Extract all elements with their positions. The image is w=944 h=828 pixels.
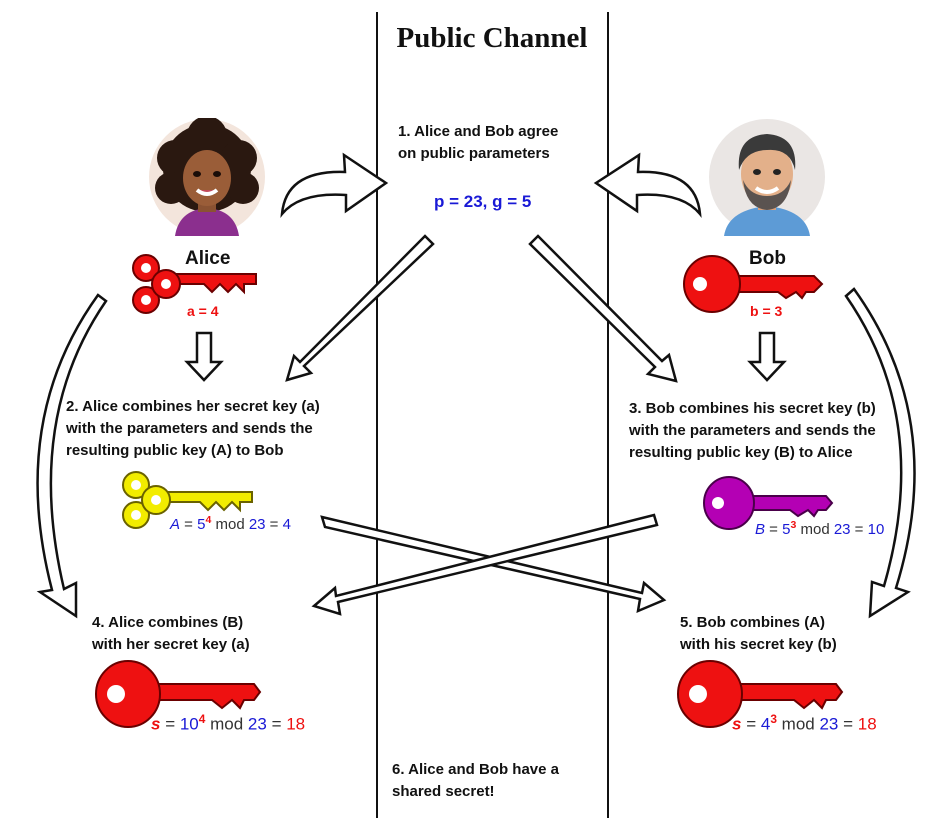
bob-secret-value: b = 3 (750, 303, 783, 319)
eq-B-exponent: 3 (790, 519, 797, 531)
eq-A-result: 4 (282, 516, 291, 533)
bob-avatar (709, 119, 825, 236)
step-2-text: 2. Alice combines her secret key (a) wit… (66, 398, 320, 459)
alice-long-curve-arrow (36, 293, 108, 619)
bob-shared-equation: s = 43 mod 23 = 18 (732, 712, 877, 735)
alice-name: Alice (185, 248, 231, 269)
eq-sb-equals-2: = (838, 714, 858, 734)
bob-shared-key-icon (677, 660, 844, 728)
eq-sb-exponent: 3 (770, 712, 777, 726)
eq-sb-mod: mod (776, 714, 820, 734)
eq-B-modulus: 23 (833, 521, 851, 538)
eq-sb-modulus: 23 (819, 714, 839, 734)
alice-secret-value: a = 4 (187, 303, 219, 319)
step-6-text: 6. Alice and Bob have a shared secret! (392, 761, 559, 800)
channel-right-line (607, 12, 609, 818)
eq-B-equals-2: = (850, 521, 868, 538)
eq-sb-result: 18 (857, 714, 877, 734)
eq-A-exponent: 4 (205, 514, 212, 526)
alice-shared-equation: s = 104 mod 23 = 18 (151, 712, 305, 735)
channel-to-alice-arrow (285, 234, 435, 382)
alice-shared-key-icon (95, 660, 262, 728)
eq-B-mod: mod (796, 521, 834, 538)
eq-sa-result: 18 (286, 714, 306, 734)
eq-sa-mod: mod (205, 714, 248, 734)
eq-B-base: 5 (782, 521, 791, 538)
eq-sa-equals-2: = (266, 714, 287, 734)
eq-B-var: B (755, 521, 766, 538)
eq-sb-base: 4 (760, 714, 771, 734)
channel-to-bob-arrow (528, 234, 678, 383)
eq-B-result: 10 (867, 521, 885, 538)
eq-A-base: 5 (197, 516, 206, 533)
eq-sa-equals: = (160, 714, 180, 734)
eq-sb-equals: = (741, 714, 761, 734)
bob-secret-key-icon (683, 255, 824, 313)
alice-curved-arrow (280, 152, 389, 218)
step-1-text: 1. Alice and Bob agree on public paramet… (398, 123, 559, 162)
eq-sa-var: s (151, 714, 161, 734)
alice-public-key-icon (122, 471, 253, 529)
bob-public-key-equation: B = 53 mod 23 = 10 (755, 519, 884, 538)
alice-avatar (149, 118, 265, 236)
step-4-text: 4. Alice combines (B) with her secret ke… (92, 614, 250, 653)
bob-curved-arrow (593, 152, 702, 218)
page-title: Public Channel (396, 22, 588, 54)
alice-public-key-equation: A = 54 mod 23 = 4 (170, 514, 291, 533)
eq-A-equals-2: = (265, 516, 283, 533)
step-3-text: 3. Bob combines his secret key (b) with … (629, 400, 876, 461)
public-parameters: p = 23, g = 5 (434, 192, 532, 211)
eq-sb-var: s (732, 714, 742, 734)
eq-A-equals: = (180, 516, 198, 533)
bob-public-key-icon (703, 476, 834, 530)
alice-down-arrow (184, 331, 224, 382)
eq-A-modulus: 23 (248, 516, 266, 533)
b-to-alice-arrow (311, 513, 659, 616)
bob-down-arrow (747, 331, 787, 382)
bob-name: Bob (749, 248, 786, 269)
eq-sa-modulus: 23 (247, 714, 267, 734)
eq-sa-base: 10 (179, 714, 199, 734)
bob-long-curve-arrow (844, 287, 916, 619)
alice-secret-key-icon (132, 254, 257, 314)
eq-A-mod: mod (211, 516, 249, 533)
eq-sa-exponent: 4 (198, 712, 206, 726)
eq-A-var: A (170, 516, 181, 533)
channel-left-line (376, 12, 378, 818)
eq-B-equals: = (765, 521, 783, 538)
step-5-text: 5. Bob combines (A) with his secret key … (680, 614, 837, 653)
